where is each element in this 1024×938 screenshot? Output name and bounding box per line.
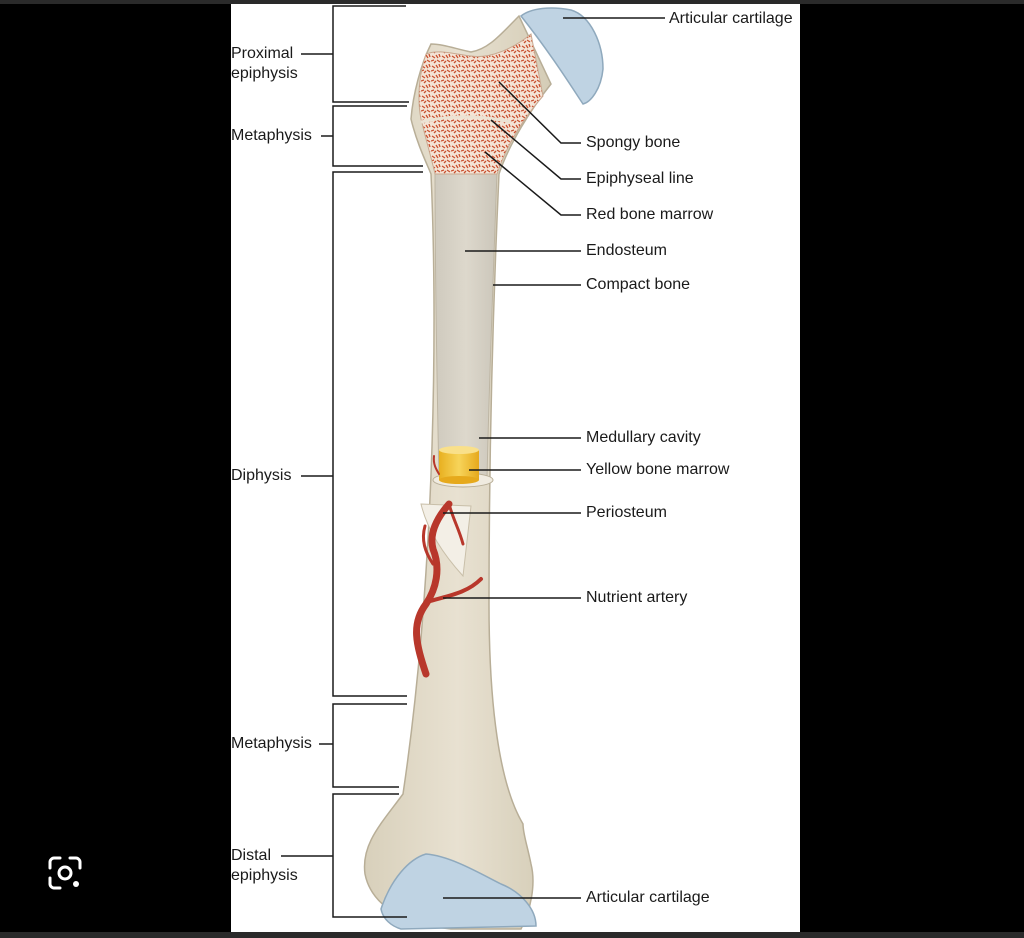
label-epiphyseal-line: Epiphyseal line xyxy=(586,170,694,187)
visual-search-button[interactable] xyxy=(44,852,86,894)
visual-search-icon xyxy=(48,856,82,890)
label-articular-cartilage-bottom: Articular cartilage xyxy=(586,889,710,906)
label-nutrient-artery: Nutrient artery xyxy=(586,589,688,606)
label-yellow-bone-marrow: Yellow bone marrow xyxy=(586,461,730,478)
long-bone-diagram xyxy=(281,5,665,930)
label-distal-epiphysis-line1: Distal xyxy=(231,847,272,864)
epiphyseal-line xyxy=(420,115,512,124)
spongy-bone-region xyxy=(418,33,544,175)
label-spongy-bone: Spongy bone xyxy=(586,134,681,151)
label-endosteum: Endosteum xyxy=(586,242,667,259)
label-distal-epiphysis: Distal epiphysis xyxy=(231,846,298,886)
right-leader-lines xyxy=(443,17,665,899)
viewer-top-bar xyxy=(0,0,1024,4)
label-red-bone-marrow: Red bone marrow xyxy=(586,206,714,223)
label-proximal-epiphysis: Proximal epiphysis xyxy=(231,44,298,84)
label-diaphysis: Diphysis xyxy=(231,467,292,484)
label-periosteum: Periosteum xyxy=(586,504,667,521)
label-metaphysis-bottom: Metaphysis xyxy=(231,735,312,752)
nutrient-artery xyxy=(413,455,483,678)
label-compact-bone: Compact bone xyxy=(586,276,691,293)
articular-cartilage-top xyxy=(519,7,604,105)
label-distal-epiphysis-line2: epiphysis xyxy=(231,867,298,884)
label-medullary-cavity: Medullary cavity xyxy=(586,429,701,446)
left-brackets xyxy=(281,5,423,918)
label-articular-cartilage-top: Articular cartilage xyxy=(669,10,793,27)
label-proximal-epiphysis-line1: Proximal xyxy=(231,45,294,62)
label-proximal-epiphysis-line2: epiphysis xyxy=(231,65,298,82)
label-metaphysis-top: Metaphysis xyxy=(231,127,312,144)
diagram-panel: Proximal epiphysis Metaphysis Diphysis M… xyxy=(231,4,800,933)
yellow-bone-marrow xyxy=(439,446,479,484)
articular-cartilage-bottom xyxy=(380,853,537,930)
viewer-bottom-bar xyxy=(0,932,1024,938)
